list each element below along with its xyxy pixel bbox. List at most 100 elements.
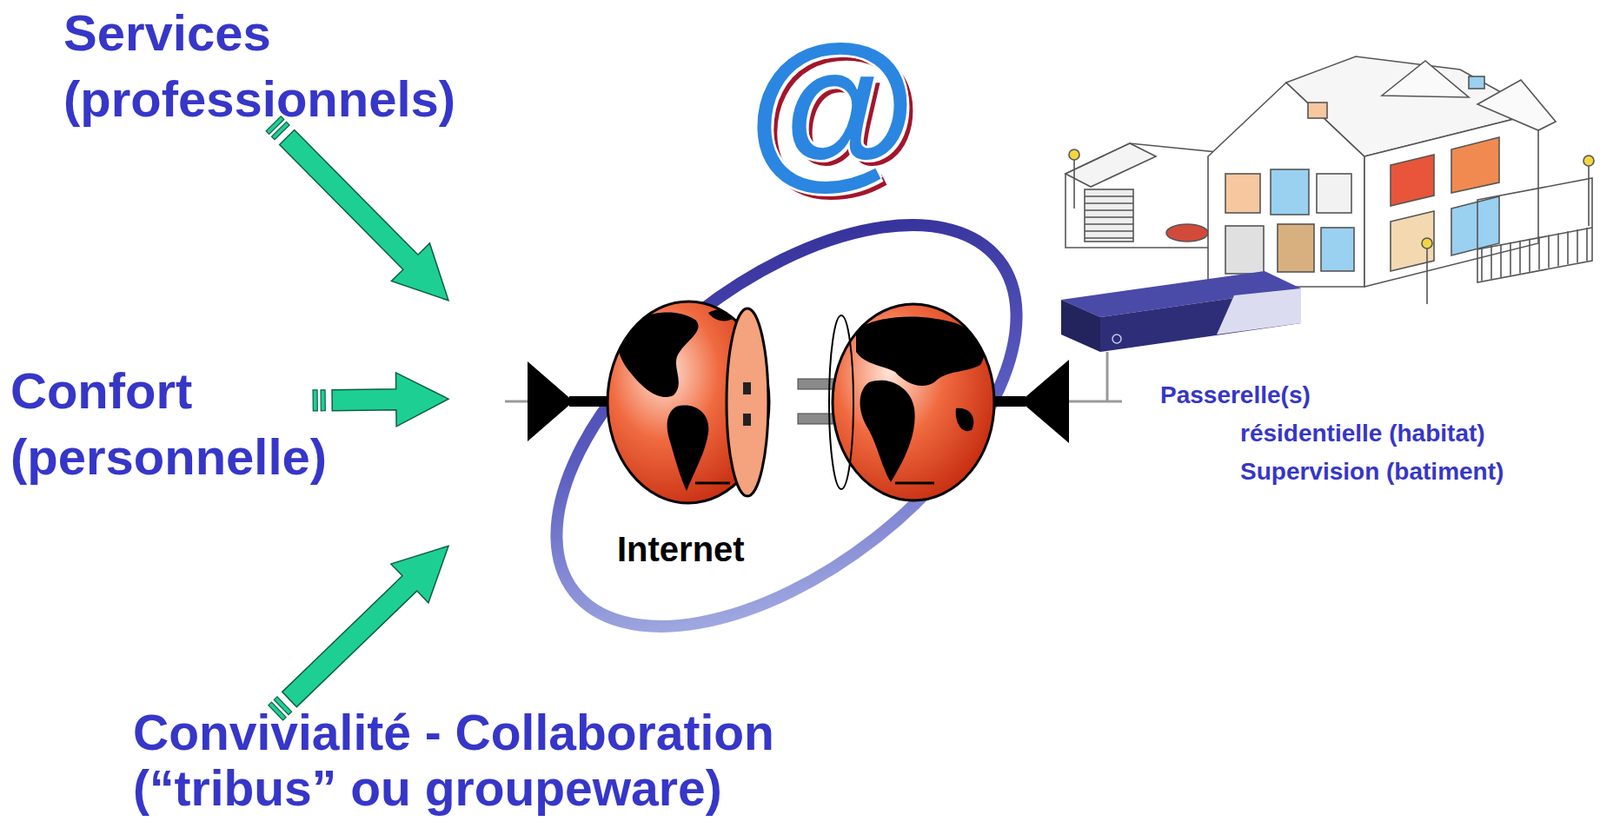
drawing-stroke xyxy=(569,396,611,407)
drawing-stroke xyxy=(1068,400,1122,404)
arrow-tail-stripe xyxy=(312,390,318,412)
drawing-stroke xyxy=(1477,227,1593,281)
drawing-stroke xyxy=(1020,359,1069,444)
block-arrow xyxy=(282,545,449,707)
drawing-stroke xyxy=(860,380,916,483)
drawing-stroke xyxy=(1073,158,1076,209)
drawing-stroke xyxy=(1587,165,1590,226)
block-arrow xyxy=(265,116,449,301)
drawing-stroke xyxy=(1225,225,1264,274)
deck-rail xyxy=(1480,247,1483,281)
globe-plug xyxy=(797,304,995,501)
drawing-stroke xyxy=(1084,189,1134,242)
deck-rail xyxy=(1557,232,1560,266)
block-arrow xyxy=(331,372,449,427)
internet-globe: Internet xyxy=(451,252,1096,565)
drawing-stroke xyxy=(956,408,975,432)
arrow-tail-stripe xyxy=(320,390,326,412)
drawing-stroke xyxy=(832,304,995,501)
deck-rail xyxy=(1477,227,1593,250)
at-symbol: @ xyxy=(747,19,917,193)
drawing-stroke xyxy=(1068,149,1080,160)
drawing-stroke xyxy=(1307,102,1328,119)
category-label: Services (professionnels) xyxy=(63,0,456,133)
drawing-stroke xyxy=(667,405,710,492)
house-drawing xyxy=(1065,56,1594,305)
block-arrow xyxy=(279,130,449,301)
drawing-stroke xyxy=(527,361,574,442)
drawing-stroke xyxy=(1084,196,1134,239)
drawing-stroke xyxy=(1477,178,1593,283)
garage-door-line xyxy=(1084,237,1134,240)
drawing-stroke xyxy=(617,312,699,398)
drawing-stroke xyxy=(1583,155,1594,166)
drawing-stroke xyxy=(695,482,731,485)
deck-rail xyxy=(1538,237,1541,271)
drawing-stroke xyxy=(1216,288,1302,335)
plug-connectors xyxy=(504,351,1122,444)
block-arrow xyxy=(268,545,449,721)
drawing-stroke xyxy=(856,316,985,483)
drawing-stroke xyxy=(1390,154,1435,206)
garage-door-line xyxy=(1084,223,1134,226)
drawing-stroke xyxy=(1468,76,1485,89)
node-text: Services (professionnels) xyxy=(63,0,456,133)
deck-rail xyxy=(1586,227,1588,261)
category-label: Convivialité - Collaboration (“tribus” o… xyxy=(132,704,916,817)
drawing-stroke xyxy=(1277,224,1315,273)
drawing-stroke xyxy=(1100,288,1302,352)
drawing-stroke xyxy=(726,308,769,497)
network-label: Internet xyxy=(617,528,745,571)
garage-door-line xyxy=(1084,216,1134,219)
drawing-stroke xyxy=(504,400,528,404)
drawing-stroke xyxy=(1364,112,1539,287)
drawing-stroke xyxy=(1270,169,1309,215)
deck-rail xyxy=(1490,245,1493,279)
drawing-stroke xyxy=(1061,299,1101,352)
garage-door-line xyxy=(1084,202,1134,205)
deck-rail xyxy=(1566,231,1569,265)
drawing-stroke xyxy=(1225,173,1261,213)
gateway-label: Passerelle(s)résidentielle (habitat)Supe… xyxy=(1160,376,1504,492)
drawing-stroke xyxy=(797,413,837,425)
drawing-stroke xyxy=(856,316,985,386)
node-text: Confort (personnelle) xyxy=(10,358,327,491)
block-arrow xyxy=(312,372,449,427)
deck-rail xyxy=(1500,244,1502,278)
deck-rail xyxy=(1547,234,1550,268)
drawing-stroke xyxy=(1065,143,1217,248)
deck-rail xyxy=(1528,239,1531,273)
category-label: Confort (personnelle) xyxy=(10,358,327,491)
drawing-stroke xyxy=(708,309,735,322)
deck-rail xyxy=(1576,229,1579,263)
garage-door-line xyxy=(1084,209,1134,212)
node-text: Convivialité - Collaboration (“tribus” o… xyxy=(132,704,916,817)
drawing-stroke xyxy=(1112,334,1122,344)
drawing-stroke xyxy=(1451,137,1500,193)
node-text: résidentielle (habitat) xyxy=(1160,414,1504,453)
drawing-stroke xyxy=(895,482,935,485)
node-text: Supervision (batiment) xyxy=(1160,452,1504,492)
drawing-stroke xyxy=(1106,351,1109,402)
drawing-stroke xyxy=(829,315,854,490)
node-text: Passerelle(s) xyxy=(1160,376,1504,415)
garage-door-line xyxy=(1084,230,1134,233)
deck-rail xyxy=(1519,240,1521,274)
deck-rail xyxy=(1509,242,1512,276)
drawing-stroke xyxy=(743,413,751,426)
drawing-stroke xyxy=(743,382,751,395)
orbit-ring xyxy=(485,146,1088,705)
drawing-stroke xyxy=(1065,143,1156,187)
drawing-stroke xyxy=(1426,247,1428,305)
drawing-stroke xyxy=(1166,224,1209,242)
drawing-stroke xyxy=(607,301,770,504)
drawing-stroke xyxy=(1381,60,1469,98)
globe-socket xyxy=(607,301,770,504)
drawing-stroke xyxy=(1477,79,1556,131)
drawing-stroke xyxy=(617,309,736,492)
drawing-stroke xyxy=(1421,238,1433,249)
drawing-stroke xyxy=(485,146,1088,705)
garage-door-line xyxy=(1084,195,1134,198)
drawing-stroke xyxy=(1316,173,1352,213)
